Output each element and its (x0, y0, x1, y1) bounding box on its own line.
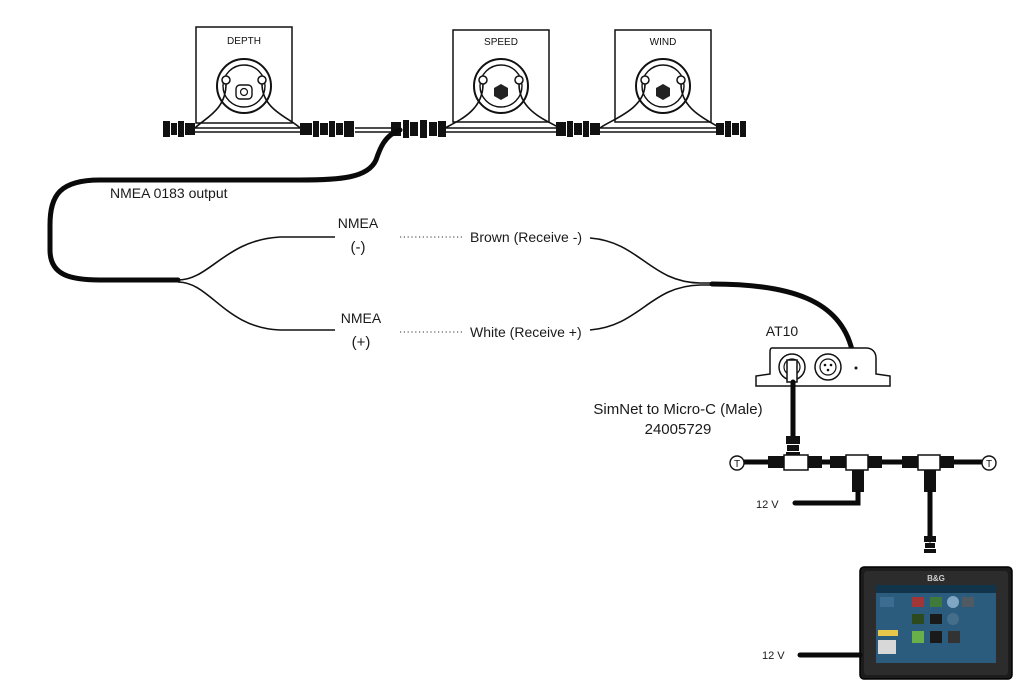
connector-icon (924, 536, 936, 553)
nmea-plus-sign: (+) (352, 334, 371, 351)
wind-gauge-icon: WIND (599, 29, 721, 129)
terminator-icon: T (729, 455, 745, 471)
depth-gauge-icon: DEPTH (194, 26, 301, 129)
at10-input-cable (589, 237, 855, 353)
tee-connector-icon (768, 454, 822, 471)
instrument-bus (195, 127, 720, 133)
brown-wire-label: Brown (Receive -) (470, 229, 582, 245)
speed-gauge-icon: SPEED (444, 29, 561, 129)
chartplotter-icon: B&G (859, 566, 1013, 680)
terminator-icon: T (981, 455, 997, 471)
simnet-part-number: 24005729 (645, 421, 712, 438)
nmea-plus-label: NMEA (341, 310, 382, 326)
nmea-output-cable (47, 127, 403, 331)
white-wire-label: White (Receive +) (470, 324, 582, 340)
backbone: T T (729, 436, 997, 492)
simnet-label: SimNet to Micro-C (Male) (593, 401, 762, 418)
nmea-minus-label: NMEA (338, 215, 379, 231)
at10-label: AT10 (766, 323, 799, 339)
connector-icon (163, 121, 195, 137)
wind-gauge-label: WIND (650, 37, 677, 48)
nmea-output-label: NMEA 0183 output (110, 185, 228, 201)
depth-gauge-label: DEPTH (227, 36, 261, 47)
power-label-bottom: 12 V (762, 650, 785, 662)
connector-icon (716, 121, 746, 137)
speed-gauge-label: SPEED (484, 37, 518, 48)
terminator-right-label: T (986, 459, 992, 470)
at10-converter-icon (755, 347, 891, 387)
power-label-top: 12 V (756, 499, 779, 511)
display-brand-logo: B&G (927, 574, 945, 583)
connector-icon (300, 121, 354, 137)
nmea-minus-sign: (-) (351, 239, 366, 256)
connector-icon (556, 121, 600, 137)
tee-connector-icon (902, 454, 954, 492)
bus-connectors (163, 120, 746, 138)
terminator-left-label: T (734, 459, 740, 470)
tee-connector-icon (830, 454, 882, 492)
power-cable-top (792, 489, 861, 506)
